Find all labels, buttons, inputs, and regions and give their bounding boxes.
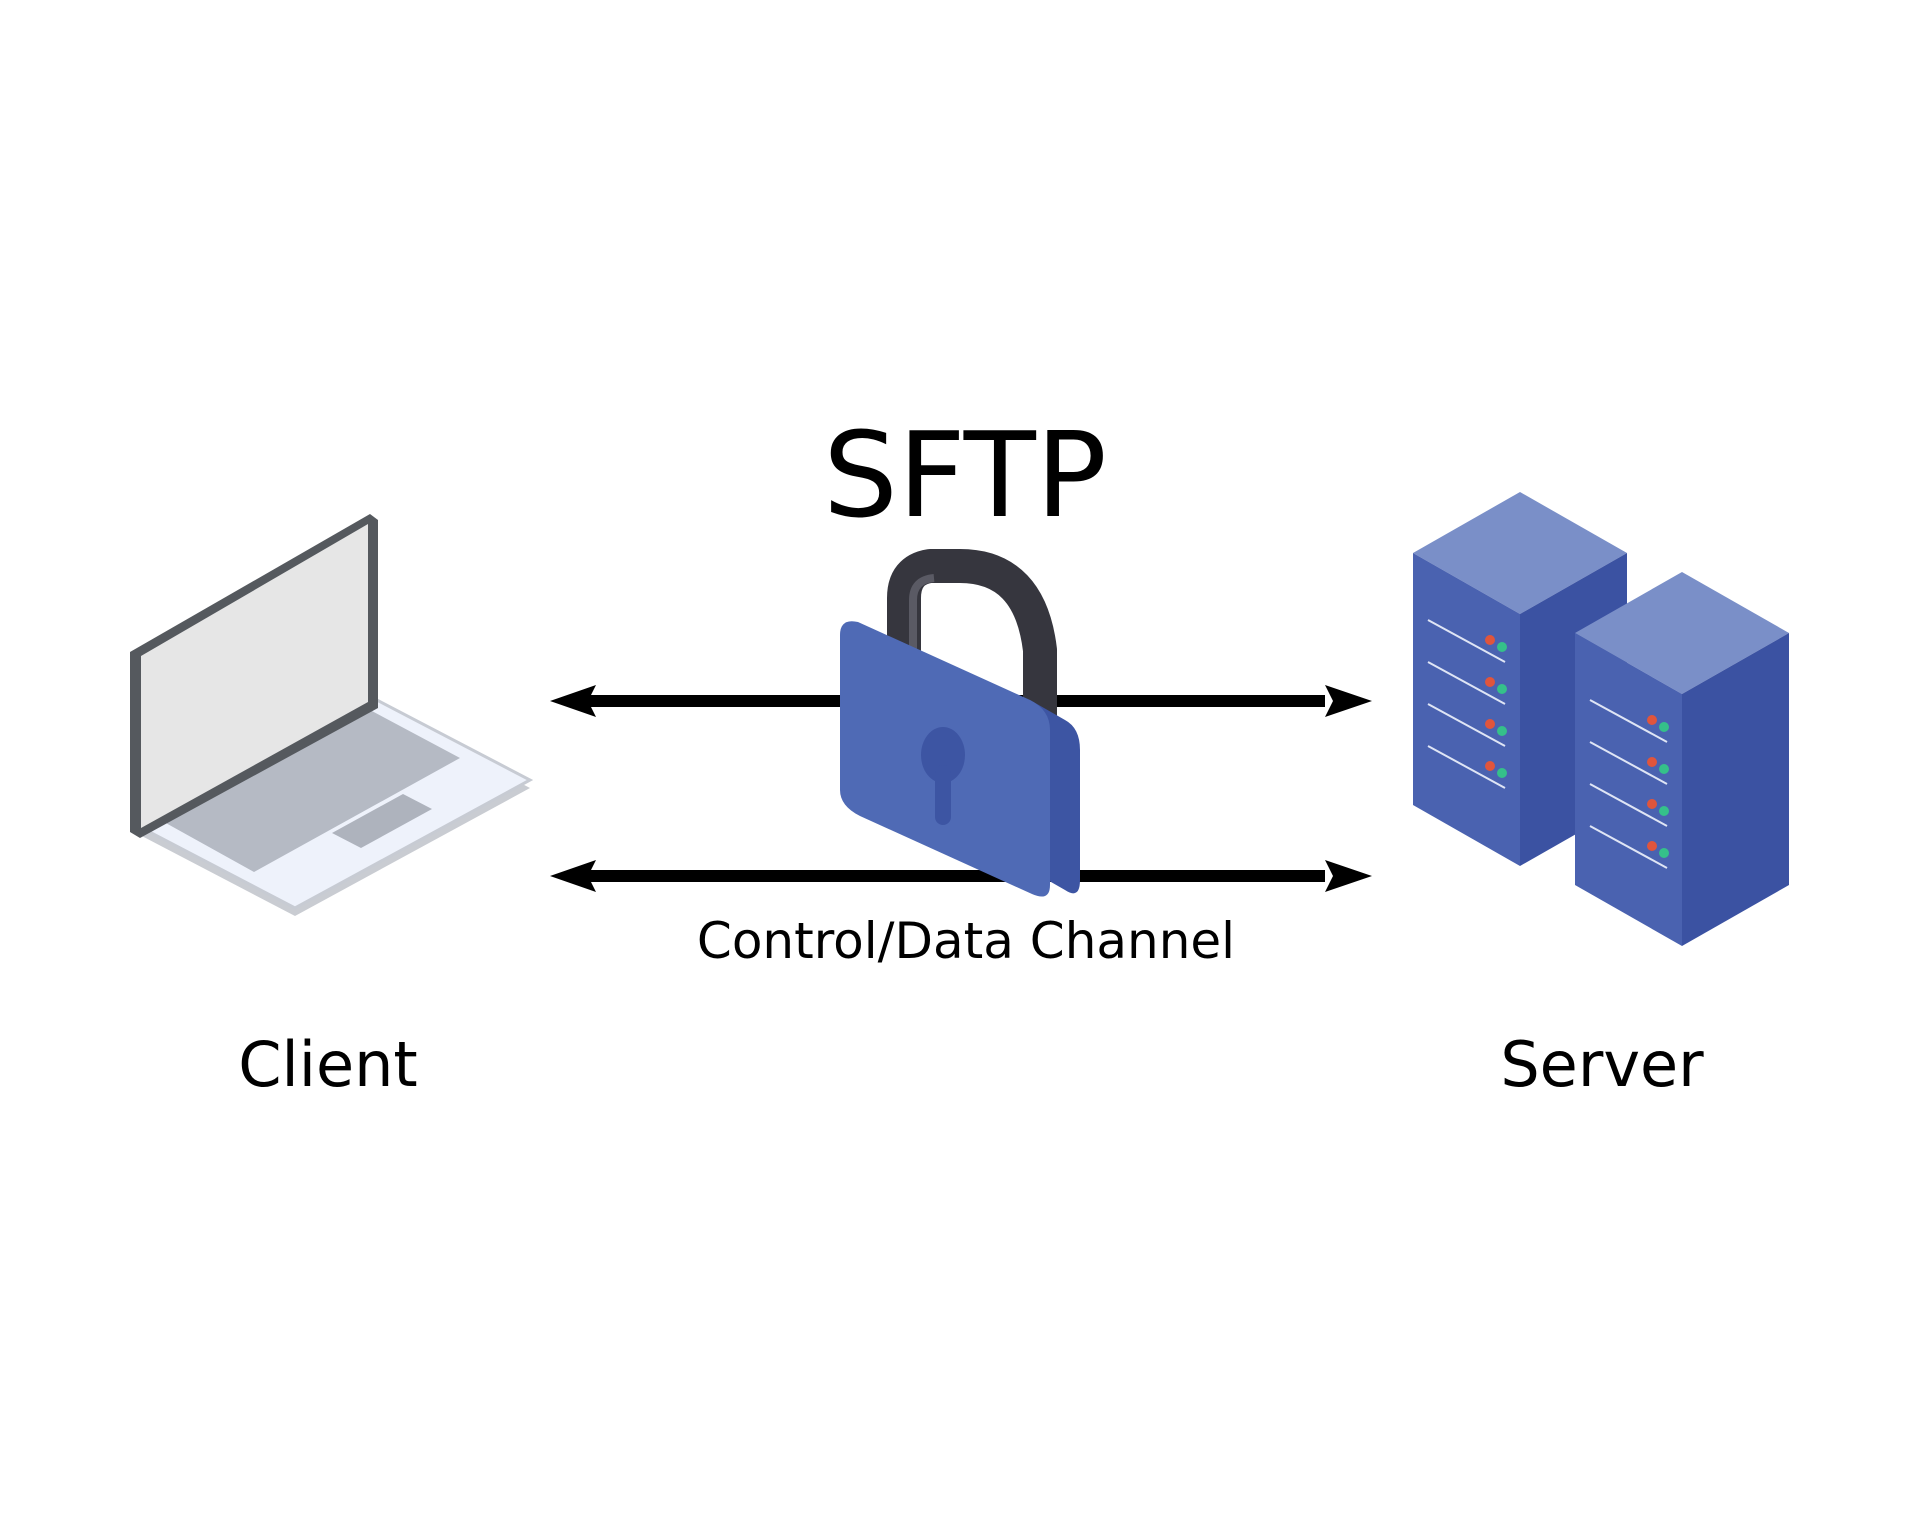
channel-label: Control/Data Channel: [697, 912, 1235, 970]
client-label: Client: [238, 1028, 418, 1101]
server-tower-2: [1575, 572, 1789, 946]
bottom-channel-arrow: [550, 860, 1372, 892]
arrowhead-left-top: [550, 685, 596, 717]
server-2-side: [1682, 633, 1789, 946]
server-1-rows: [1427, 619, 1506, 789]
arrowhead-right-top: [1325, 685, 1372, 717]
server-2-rows: [1589, 699, 1668, 869]
diagram-title: SFTP: [823, 406, 1107, 544]
laptop-icon: [130, 514, 534, 916]
laptop-touchpad: [332, 794, 432, 848]
padlock-icon: [840, 549, 1080, 897]
arrowhead-right-bottom: [1325, 860, 1372, 892]
server-1-leds: [1485, 635, 1507, 778]
server-2-front: [1575, 633, 1682, 946]
server-1-front: [1413, 553, 1520, 866]
server-rack-icon: [1413, 492, 1789, 946]
server-2-leds: [1647, 715, 1669, 858]
server-label: Server: [1500, 1028, 1704, 1101]
laptop-screen: [141, 524, 368, 828]
arrowhead-left-bottom: [550, 860, 596, 892]
laptop-keyboard: [164, 710, 460, 872]
padlock-shackle: [887, 549, 1057, 730]
padlock-keyhole: [921, 727, 965, 783]
